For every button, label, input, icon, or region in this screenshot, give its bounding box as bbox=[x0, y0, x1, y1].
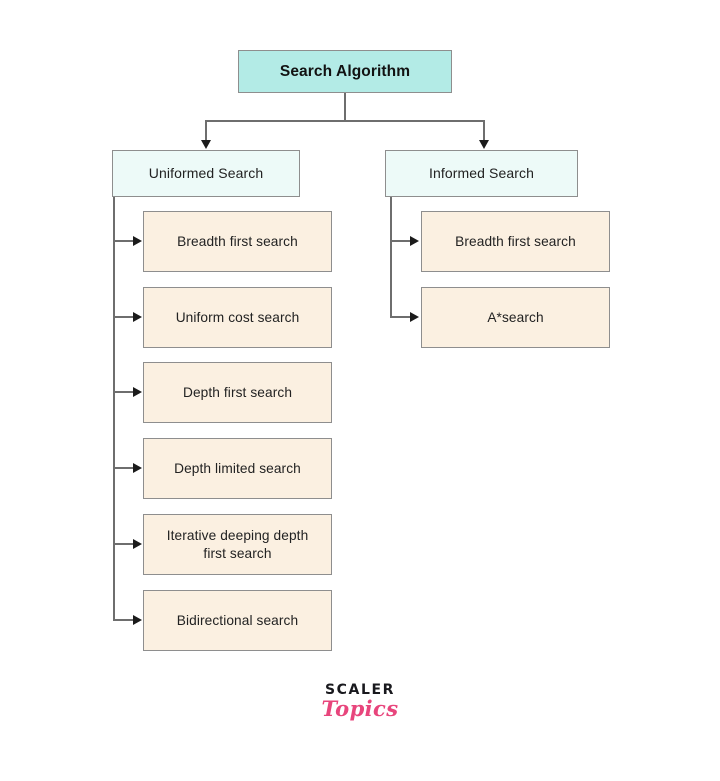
node-informed-search[interactable]: Informed Search bbox=[385, 150, 578, 197]
node-leaf-breadth-first-search-informed[interactable]: Breadth first search bbox=[421, 211, 610, 272]
scaler-topics-logo: SCALER Topics bbox=[0, 682, 720, 721]
arrowhead-right-uniformed-child-3 bbox=[133, 387, 142, 397]
connector-root-stem bbox=[344, 93, 346, 120]
node-leaf-iterative-deepening-depth-first-search[interactable]: Iterative deeping depth first search bbox=[143, 514, 332, 575]
connector-uniformed-child-2 bbox=[113, 316, 134, 318]
node-label: Iterative deeping depth first search bbox=[166, 528, 309, 561]
node-label: Uniformed Search bbox=[148, 164, 264, 181]
brand-subtitle: Topics bbox=[321, 696, 399, 721]
connector-uniformed-spine bbox=[113, 197, 115, 621]
node-leaf-depth-limited-search[interactable]: Depth limited search bbox=[143, 438, 332, 499]
arrowhead-right-uniformed-child-4 bbox=[133, 463, 142, 473]
node-search-algorithm[interactable]: Search Algorithm bbox=[238, 50, 452, 93]
arrowhead-right-uniformed-child-6 bbox=[133, 615, 142, 625]
arrowhead-right-informed-child-2 bbox=[410, 312, 419, 322]
brand-name: SCALER bbox=[324, 682, 396, 698]
arrowhead-down-uniformed bbox=[200, 140, 211, 149]
node-label: Depth first search bbox=[182, 384, 293, 400]
connector-uniformed-child-5 bbox=[113, 543, 134, 545]
connector-root-to-informed bbox=[483, 120, 485, 141]
connector-root-split-bar bbox=[205, 120, 485, 122]
arrowhead-right-uniformed-child-5 bbox=[133, 539, 142, 549]
node-label: Depth limited search bbox=[174, 460, 301, 476]
node-label: A*search bbox=[487, 309, 544, 325]
connector-uniformed-child-3 bbox=[113, 391, 134, 393]
connector-informed-child-1 bbox=[390, 240, 411, 242]
node-label: Breadth first search bbox=[177, 233, 298, 249]
node-leaf-uniform-cost-search[interactable]: Uniform cost search bbox=[143, 287, 332, 348]
node-uniformed-search[interactable]: Uniformed Search bbox=[112, 150, 300, 197]
node-label: Bidirectional search bbox=[176, 612, 299, 628]
node-leaf-breadth-first-search-uninformed[interactable]: Breadth first search bbox=[143, 211, 332, 272]
arrowhead-right-uniformed-child-2 bbox=[133, 312, 142, 322]
connector-uniformed-child-4 bbox=[113, 467, 134, 469]
node-label: Informed Search bbox=[429, 164, 534, 181]
node-leaf-a-star-search[interactable]: A*search bbox=[421, 287, 610, 348]
connector-uniformed-child-6 bbox=[113, 619, 134, 621]
arrowhead-right-uniformed-child-1 bbox=[133, 236, 142, 246]
node-label: Breadth first search bbox=[455, 233, 576, 249]
connector-informed-child-2 bbox=[390, 316, 411, 318]
connector-uniformed-child-1 bbox=[113, 240, 134, 242]
arrowhead-down-informed bbox=[479, 140, 490, 149]
node-leaf-bidirectional-search[interactable]: Bidirectional search bbox=[143, 590, 332, 651]
arrowhead-right-informed-child-1 bbox=[410, 236, 419, 246]
node-label: Search Algorithm bbox=[279, 62, 411, 80]
connector-root-to-uniformed bbox=[205, 120, 207, 141]
node-label: Uniform cost search bbox=[175, 309, 300, 325]
connector-informed-spine bbox=[390, 197, 392, 318]
node-leaf-depth-first-search[interactable]: Depth first search bbox=[143, 362, 332, 423]
